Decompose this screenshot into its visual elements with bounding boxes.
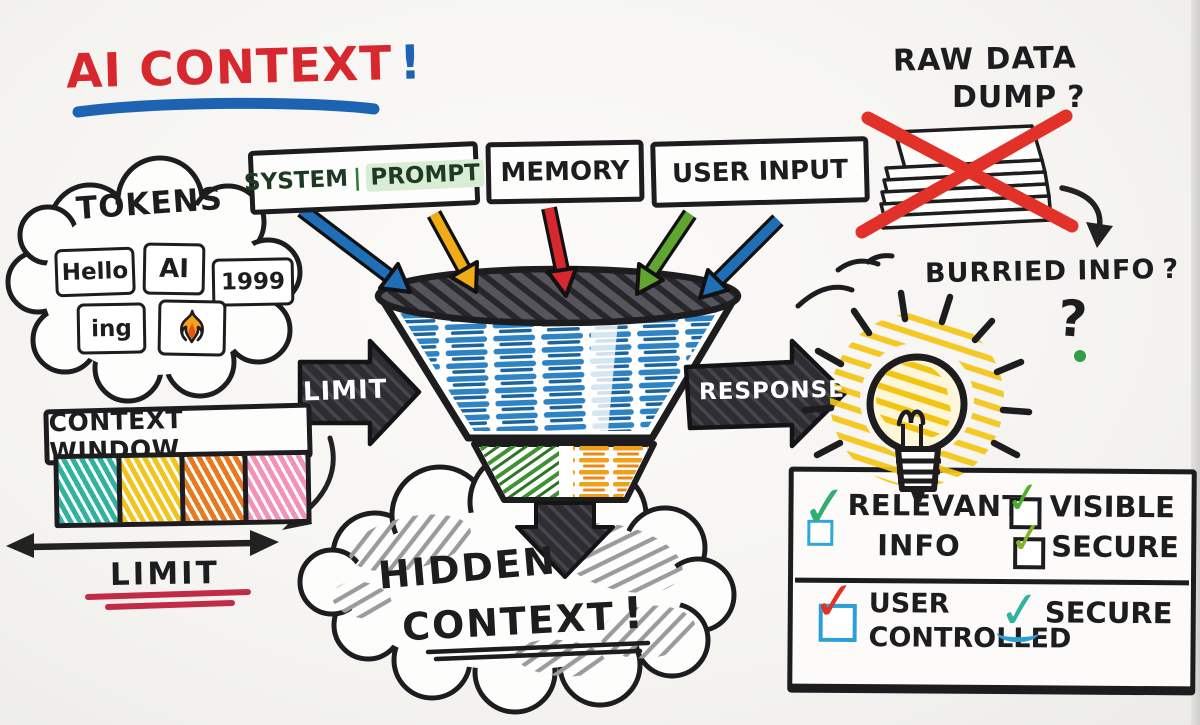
raw-data-line1: RAW DATA — [892, 40, 1077, 79]
context-limit-label: LIMIT — [109, 555, 221, 593]
curved-arrow-to-buried-icon — [1059, 185, 1113, 248]
title-text: AI CONTEXT — [65, 36, 394, 100]
big-question-mark: ? — [1056, 289, 1090, 349]
visible-label: VISIBLE — [1049, 489, 1175, 525]
limit-range-arrow-icon — [6, 530, 279, 558]
context-cell-orange — [179, 455, 244, 522]
title-exclamation: ! — [398, 35, 423, 91]
board-edge — [1191, 0, 1200, 725]
secure-top-check-icon: ✓ — [1006, 511, 1048, 565]
buried-info-question: ? — [1162, 253, 1180, 286]
flame-icon — [179, 309, 204, 344]
context-window-cells — [53, 449, 312, 529]
separator: | — [352, 165, 363, 192]
system-label: SYSTEM — [243, 165, 349, 197]
input-arrow-icon — [698, 214, 784, 300]
token-chip-1999: 1999 — [211, 257, 295, 307]
context-cell-pink — [242, 454, 307, 520]
checklist-box: ✓ RELEVANT INFO ✓ VISIBLE ✓ SECURE ✓ USE… — [787, 466, 1197, 696]
relevant-check-icon: ✓ — [798, 473, 851, 542]
paper-stack-icon — [878, 124, 1053, 230]
relevant-label: RELEVANT — [847, 487, 1024, 524]
user-check-icon: ✓ — [810, 570, 859, 634]
red-cross-icon — [855, 109, 1079, 239]
question-dot — [1074, 350, 1086, 362]
token-chip-ing: ing — [76, 302, 147, 355]
token-chip-ai: AI — [142, 242, 206, 296]
page-title: AI CONTEXT! — [65, 35, 422, 99]
context-cell-yellow — [116, 457, 181, 523]
limit-red-underline — [85, 589, 251, 610]
secure-bottom-label: SECURE — [1044, 595, 1173, 631]
funnel-response-label: RESPONSE — [698, 376, 846, 406]
tokens-label: TOKENS — [74, 180, 225, 228]
raw-data-question: ? — [1067, 80, 1086, 115]
raw-data-word: DUMP — [952, 80, 1058, 115]
secure-bottom-check-icon: ✓ — [996, 579, 1044, 642]
memory-arrow-icon — [541, 206, 578, 298]
memory-box: MEMORY — [485, 139, 645, 205]
user-label: USER — [868, 588, 950, 620]
funnel-icon — [374, 265, 742, 579]
system-prompt-box: SYSTEM | PROMPT — [244, 141, 485, 215]
token-chip-hello: Hello — [54, 246, 136, 298]
thought-wisps — [795, 253, 895, 309]
secure-top-label: SECURE — [1051, 529, 1180, 565]
system-arrow-icon — [297, 203, 412, 294]
prompt-arrow-icon — [426, 210, 479, 294]
title-underline — [72, 97, 380, 118]
raw-data-line2: DUMP? — [952, 80, 1086, 115]
token-chip-flame — [157, 299, 227, 357]
prompt-label: PROMPT — [365, 158, 485, 192]
buried-info-label: BURRIED INFO? — [925, 254, 1180, 289]
buried-info-text: BURRIED INFO — [924, 254, 1156, 290]
hidden-context-line2: CONTEXT! — [401, 587, 647, 652]
user-input-box: USER INPUT — [650, 136, 870, 208]
user-arrow-icon — [635, 209, 697, 296]
hidden-context-exclamation: ! — [621, 587, 647, 640]
hidden-context-word: CONTEXT — [401, 594, 617, 650]
context-cell-teal — [58, 458, 118, 524]
hidden-context-line1: HIDDEN — [376, 538, 559, 598]
funnel-limit-label: LIMIT — [302, 374, 389, 408]
relevant-info-label: INFO — [877, 528, 961, 563]
